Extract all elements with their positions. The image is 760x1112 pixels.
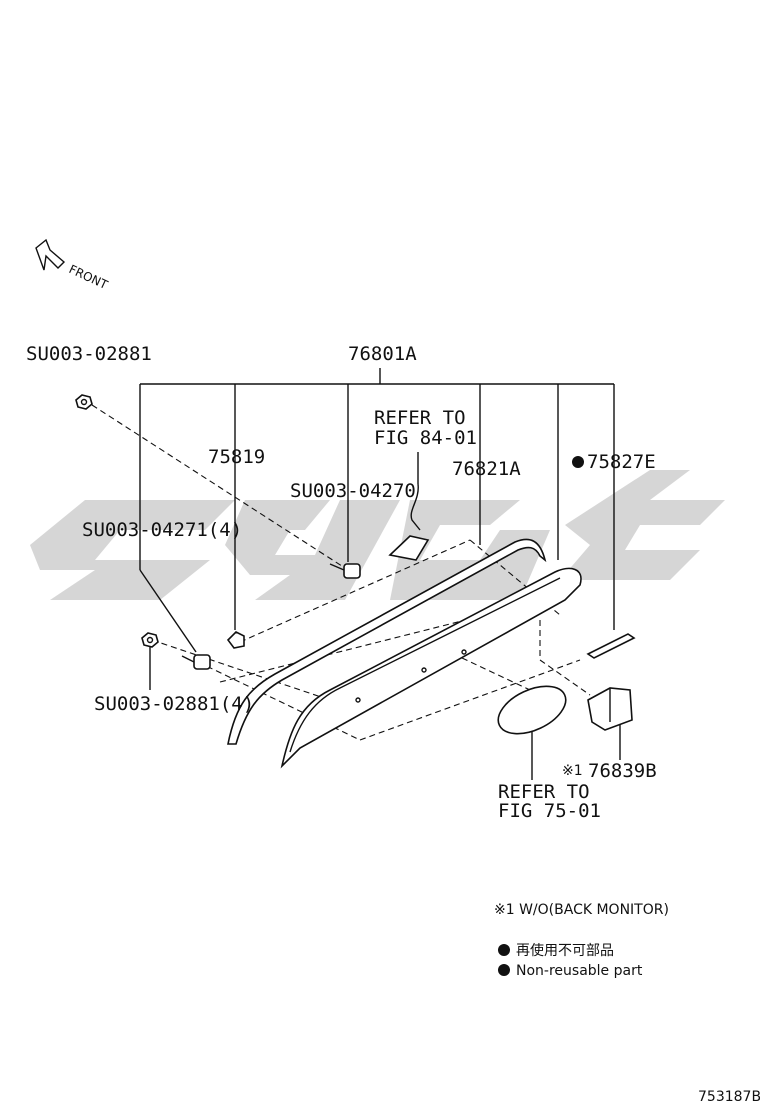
leader-lines [139, 368, 621, 780]
camera-cover-icon [587, 687, 633, 731]
legend-nonreusable-en: Non-reusable part [516, 963, 643, 979]
callout-main-assembly: 76801A [348, 343, 417, 365]
callout-camera-note-mark: ※1 [562, 763, 583, 779]
legend-dot-icon-en [498, 964, 510, 976]
back-door-garnish [280, 567, 582, 769]
diagram-id: 753187B [698, 1089, 760, 1105]
seal-strip-icon [586, 633, 636, 659]
callout-nut-top: SU003-02881 [26, 343, 152, 365]
clip-icon [226, 631, 245, 649]
callout-lamp-ref-line1: REFER TO [374, 407, 466, 429]
callout-lamp-ref-line2: FIG 84-01 [374, 427, 477, 449]
license-lamp [388, 483, 430, 561]
garnish-molding [227, 538, 547, 745]
nonreusable-dot-icon [572, 456, 584, 468]
legend-nonreusable-jp: 再使用不可部品 [516, 942, 614, 959]
callout-bolt-center: SU003-04270 [290, 480, 416, 502]
callout-seal: 75827E [587, 451, 656, 473]
legend-note1: ※1 W/O(BACK MONITOR) [494, 902, 669, 918]
assembly-dashed-lines [91, 404, 591, 741]
callout-garnish: 76821A [452, 458, 521, 480]
callout-camera-cover: 76839B [588, 760, 657, 782]
callout-emblem-ref-line1: REFER TO [498, 781, 590, 803]
front-label: FRONT [67, 262, 111, 292]
callout-nuts-left: SU003-02881(4) [94, 693, 254, 715]
front-arrow-icon [35, 238, 66, 271]
callout-emblem-ref-line2: FIG 75-01 [498, 800, 601, 822]
emblem-icon [497, 685, 567, 735]
callout-bolts-left: SU003-04271(4) [82, 519, 242, 541]
nut-left-icon [141, 632, 159, 648]
nut-top-icon [75, 394, 93, 410]
callout-clip: 75819 [208, 446, 265, 468]
bolt-center-icon [329, 563, 361, 579]
legend-dot-icon-jp [498, 944, 510, 956]
bolt-left-icon [181, 654, 211, 670]
